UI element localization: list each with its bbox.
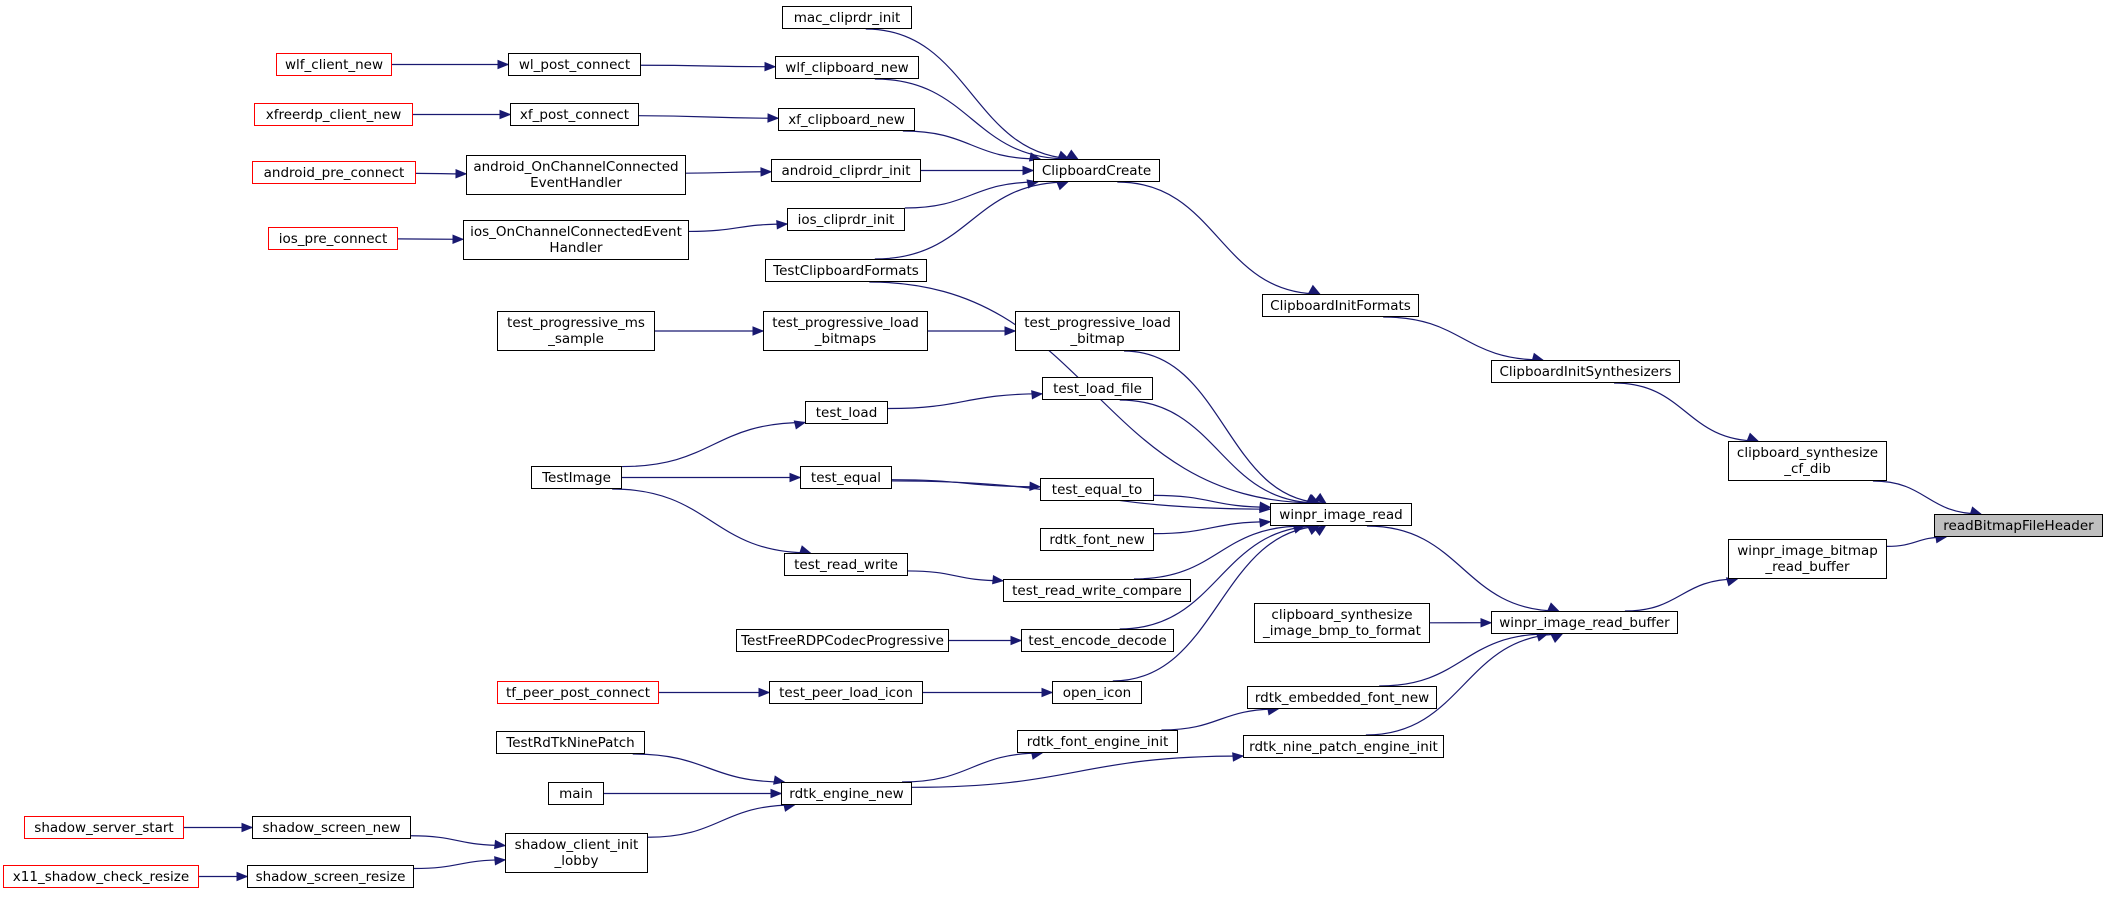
edge-android_pre_connect-to-android_OnChannelConnectedEventHandler (415, 169, 468, 179)
node-rdtk_font_new[interactable]: rdtk_font_new (1040, 528, 1154, 551)
edge-tf_peer_post_connect-to-test_peer_load_icon (658, 687, 771, 698)
node-winpr_image_bitmap_read_buffer[interactable]: winpr_image_bitmap _read_buffer (1728, 539, 1887, 579)
edge-android_cliprdr_init-to-ClipboardCreate (920, 165, 1035, 176)
node-rdtk_font_engine_init[interactable]: rdtk_font_engine_init (1017, 730, 1178, 753)
node-TestImage[interactable]: TestImage (531, 466, 622, 489)
node-test_equal_to[interactable]: test_equal_to (1040, 478, 1154, 501)
edge-rdtk_font_new-to-winpr_image_read (1153, 518, 1272, 535)
node-shadow_server_start[interactable]: shadow_server_start (24, 816, 184, 839)
node-clipboard_synthesize_cf_dib[interactable]: clipboard_synthesize _cf_dib (1728, 441, 1887, 481)
node-shadow_client_init_lobby[interactable]: shadow_client_init _lobby (505, 833, 648, 873)
node-x11_shadow_check_resize[interactable]: x11_shadow_check_resize (3, 865, 199, 888)
node-test_progressive_load_bitmaps[interactable]: test_progressive_load _bitmaps (763, 311, 928, 351)
node-test_load_file[interactable]: test_load_file (1042, 377, 1153, 400)
node-xf_post_connect[interactable]: xf_post_connect (510, 103, 639, 126)
edge-main-to-rdtk_engine_new (604, 788, 783, 799)
edge-ClipboardCreate-to-ClipboardInitFormats (1117, 181, 1321, 295)
edge-ClipboardInitFormats-to-ClipboardInitSynthesizers (1383, 316, 1545, 362)
edge-android_OnChannelConnectedEventHandler-to-android_cliprdr_init (685, 167, 773, 177)
node-test_load[interactable]: test_load (805, 401, 888, 424)
node-ClipboardInitFormats[interactable]: ClipboardInitFormats (1262, 294, 1419, 317)
edge-test_load-to-test_load_file (887, 390, 1044, 410)
node-shadow_screen_new[interactable]: shadow_screen_new (252, 816, 411, 839)
edge-shadow_screen_resize-to-shadow_client_init_lobby (413, 856, 507, 870)
node-rdtk_nine_patch_engine_init[interactable]: rdtk_nine_patch_engine_init (1243, 735, 1444, 758)
node-test_encode_decode[interactable]: test_encode_decode (1021, 629, 1174, 652)
node-wlf_clipboard_new[interactable]: wlf_clipboard_new (775, 56, 919, 79)
edge-mac_cliprdr_init-to-ClipboardCreate (865, 28, 1079, 160)
edge-test_read_write_compare-to-winpr_image_read (1133, 524, 1306, 580)
node-test_peer_load_icon[interactable]: test_peer_load_icon (769, 681, 923, 704)
node-TestFreeRDPCodecProgressive[interactable]: TestFreeRDPCodecProgressive (736, 629, 949, 652)
node-android_cliprdr_init[interactable]: android_cliprdr_init (771, 159, 921, 182)
node-winpr_image_read[interactable]: winpr_image_read (1270, 503, 1412, 526)
edge-winpr_image_read-to-winpr_image_read_buffer (1366, 525, 1560, 612)
node-ios_OnChannelConnectedEventHandler[interactable]: ios_OnChannelConnectedEvent Handler (463, 220, 689, 260)
edge-rdtk_font_engine_init-to-rdtk_embedded_font_new (1161, 706, 1280, 731)
node-xfreerdp_client_new[interactable]: xfreerdp_client_new (254, 103, 413, 126)
edge-test_equal-to-test_equal_to (891, 479, 1042, 492)
node-wl_post_connect[interactable]: wl_post_connect (508, 53, 641, 76)
edge-rdtk_nine_patch_engine_init-to-winpr_image_read_buffer (1365, 633, 1564, 736)
node-readBitmapFileHeader[interactable]: readBitmapFileHeader (1934, 514, 2103, 537)
edge-ios_OnChannelConnectedEventHandler-to-ios_cliprdr_init (688, 220, 789, 233)
node-android_pre_connect[interactable]: android_pre_connect (252, 161, 416, 184)
edge-test_progressive_ms_sample-to-test_progressive_load_bitmaps (655, 326, 765, 336)
edge-clipboard_synthesize_image_bmp_to_format-to-winpr_image_read_buffer (1429, 617, 1493, 628)
node-tf_peer_post_connect[interactable]: tf_peer_post_connect (497, 681, 659, 704)
edge-rdtk_engine_new-to-rdtk_nine_patch_engine_init (911, 752, 1245, 788)
node-test_read_write[interactable]: test_read_write (784, 553, 908, 576)
node-ios_pre_connect[interactable]: ios_pre_connect (268, 227, 398, 250)
edge-shadow_screen_new-to-shadow_client_init_lobby (410, 835, 507, 850)
node-rdtk_engine_new[interactable]: rdtk_engine_new (781, 782, 912, 805)
node-wlf_client_new[interactable]: wlf_client_new (276, 53, 392, 76)
edge-test_progressive_load_bitmap-to-winpr_image_read (1124, 350, 1327, 504)
edge-shadow_server_start-to-shadow_screen_new (184, 822, 254, 833)
node-ClipboardCreate[interactable]: ClipboardCreate (1033, 159, 1160, 182)
node-android_OnChannelConnectedEventHandler[interactable]: android_OnChannelConnected EventHandler (466, 155, 686, 195)
edge-clipboard_synthesize_cf_dib-to-readBitmapFileHeader (1872, 480, 1983, 516)
node-clipboard_synthesize_image_bmp_to_format[interactable]: clipboard_synthesize _image_bmp_to_forma… (1254, 603, 1430, 643)
node-mac_cliprdr_init[interactable]: mac_cliprdr_init (782, 6, 912, 29)
edge-TestImage-to-test_read_write (612, 488, 812, 555)
edge-xfreerdp_client_new-to-xf_post_connect (412, 109, 512, 120)
node-test_progressive_load_bitmap[interactable]: test_progressive_load _bitmap (1015, 311, 1180, 351)
edge-wl_post_connect-to-wlf_clipboard_new (640, 61, 777, 72)
edge-rdtk_engine_new-to-rdtk_font_engine_init (902, 750, 1044, 783)
node-open_icon[interactable]: open_icon (1052, 681, 1142, 704)
edge-xf_post_connect-to-xf_clipboard_new (638, 113, 780, 123)
edge-TestFreeRDPCodecProgressive-to-test_encode_decode (949, 635, 1023, 646)
node-main[interactable]: main (548, 782, 604, 805)
edge-test_progressive_load_bitmaps-to-test_progressive_load_bitmap (928, 326, 1017, 336)
edge-TestRdTkNinePatch-to-rdtk_engine_new (632, 753, 786, 785)
edge-test_read_write-to-test_read_write_compare (907, 570, 1005, 585)
node-ClipboardInitSynthesizers[interactable]: ClipboardInitSynthesizers (1491, 360, 1680, 383)
node-shadow_screen_resize[interactable]: shadow_screen_resize (247, 865, 414, 888)
node-TestClipboardFormats[interactable]: TestClipboardFormats (765, 259, 927, 282)
node-test_progressive_ms_sample[interactable]: test_progressive_ms _sample (497, 311, 655, 351)
edge-ios_cliprdr_init-to-ClipboardCreate (904, 179, 1040, 209)
edge-TestImage-to-test_load (621, 420, 807, 468)
edge-winpr_image_read_buffer-to-winpr_image_bitmap_read_buffer (1624, 577, 1739, 612)
node-test_read_write_compare[interactable]: test_read_write_compare (1003, 579, 1191, 602)
node-TestRdTkNinePatch[interactable]: TestRdTkNinePatch (496, 731, 645, 754)
edge-test_peer_load_icon-to-open_icon (922, 687, 1054, 698)
edge-test_equal_to-to-winpr_image_read (1153, 494, 1272, 511)
node-winpr_image_read_buffer[interactable]: winpr_image_read_buffer (1491, 611, 1678, 634)
edge-wlf_client_new-to-wl_post_connect (391, 59, 510, 70)
edge-ios_pre_connect-to-ios_OnChannelConnectedEventHandler (397, 234, 465, 244)
edge-x11_shadow_check_resize-to-shadow_screen_resize (199, 871, 249, 882)
edge-ClipboardInitSynthesizers-to-clipboard_synthesize_cf_dib (1614, 382, 1760, 442)
edge-shadow_client_init_lobby-to-rdtk_engine_new (647, 802, 796, 838)
node-rdtk_embedded_font_new[interactable]: rdtk_embedded_font_new (1247, 686, 1437, 709)
node-test_equal[interactable]: test_equal (800, 466, 892, 489)
node-ios_cliprdr_init[interactable]: ios_cliprdr_init (787, 208, 905, 231)
node-xf_clipboard_new[interactable]: xf_clipboard_new (778, 108, 915, 131)
edge-TestImage-to-test_equal (622, 472, 802, 483)
edge-xf_clipboard_new-to-ClipboardCreate (902, 130, 1042, 162)
